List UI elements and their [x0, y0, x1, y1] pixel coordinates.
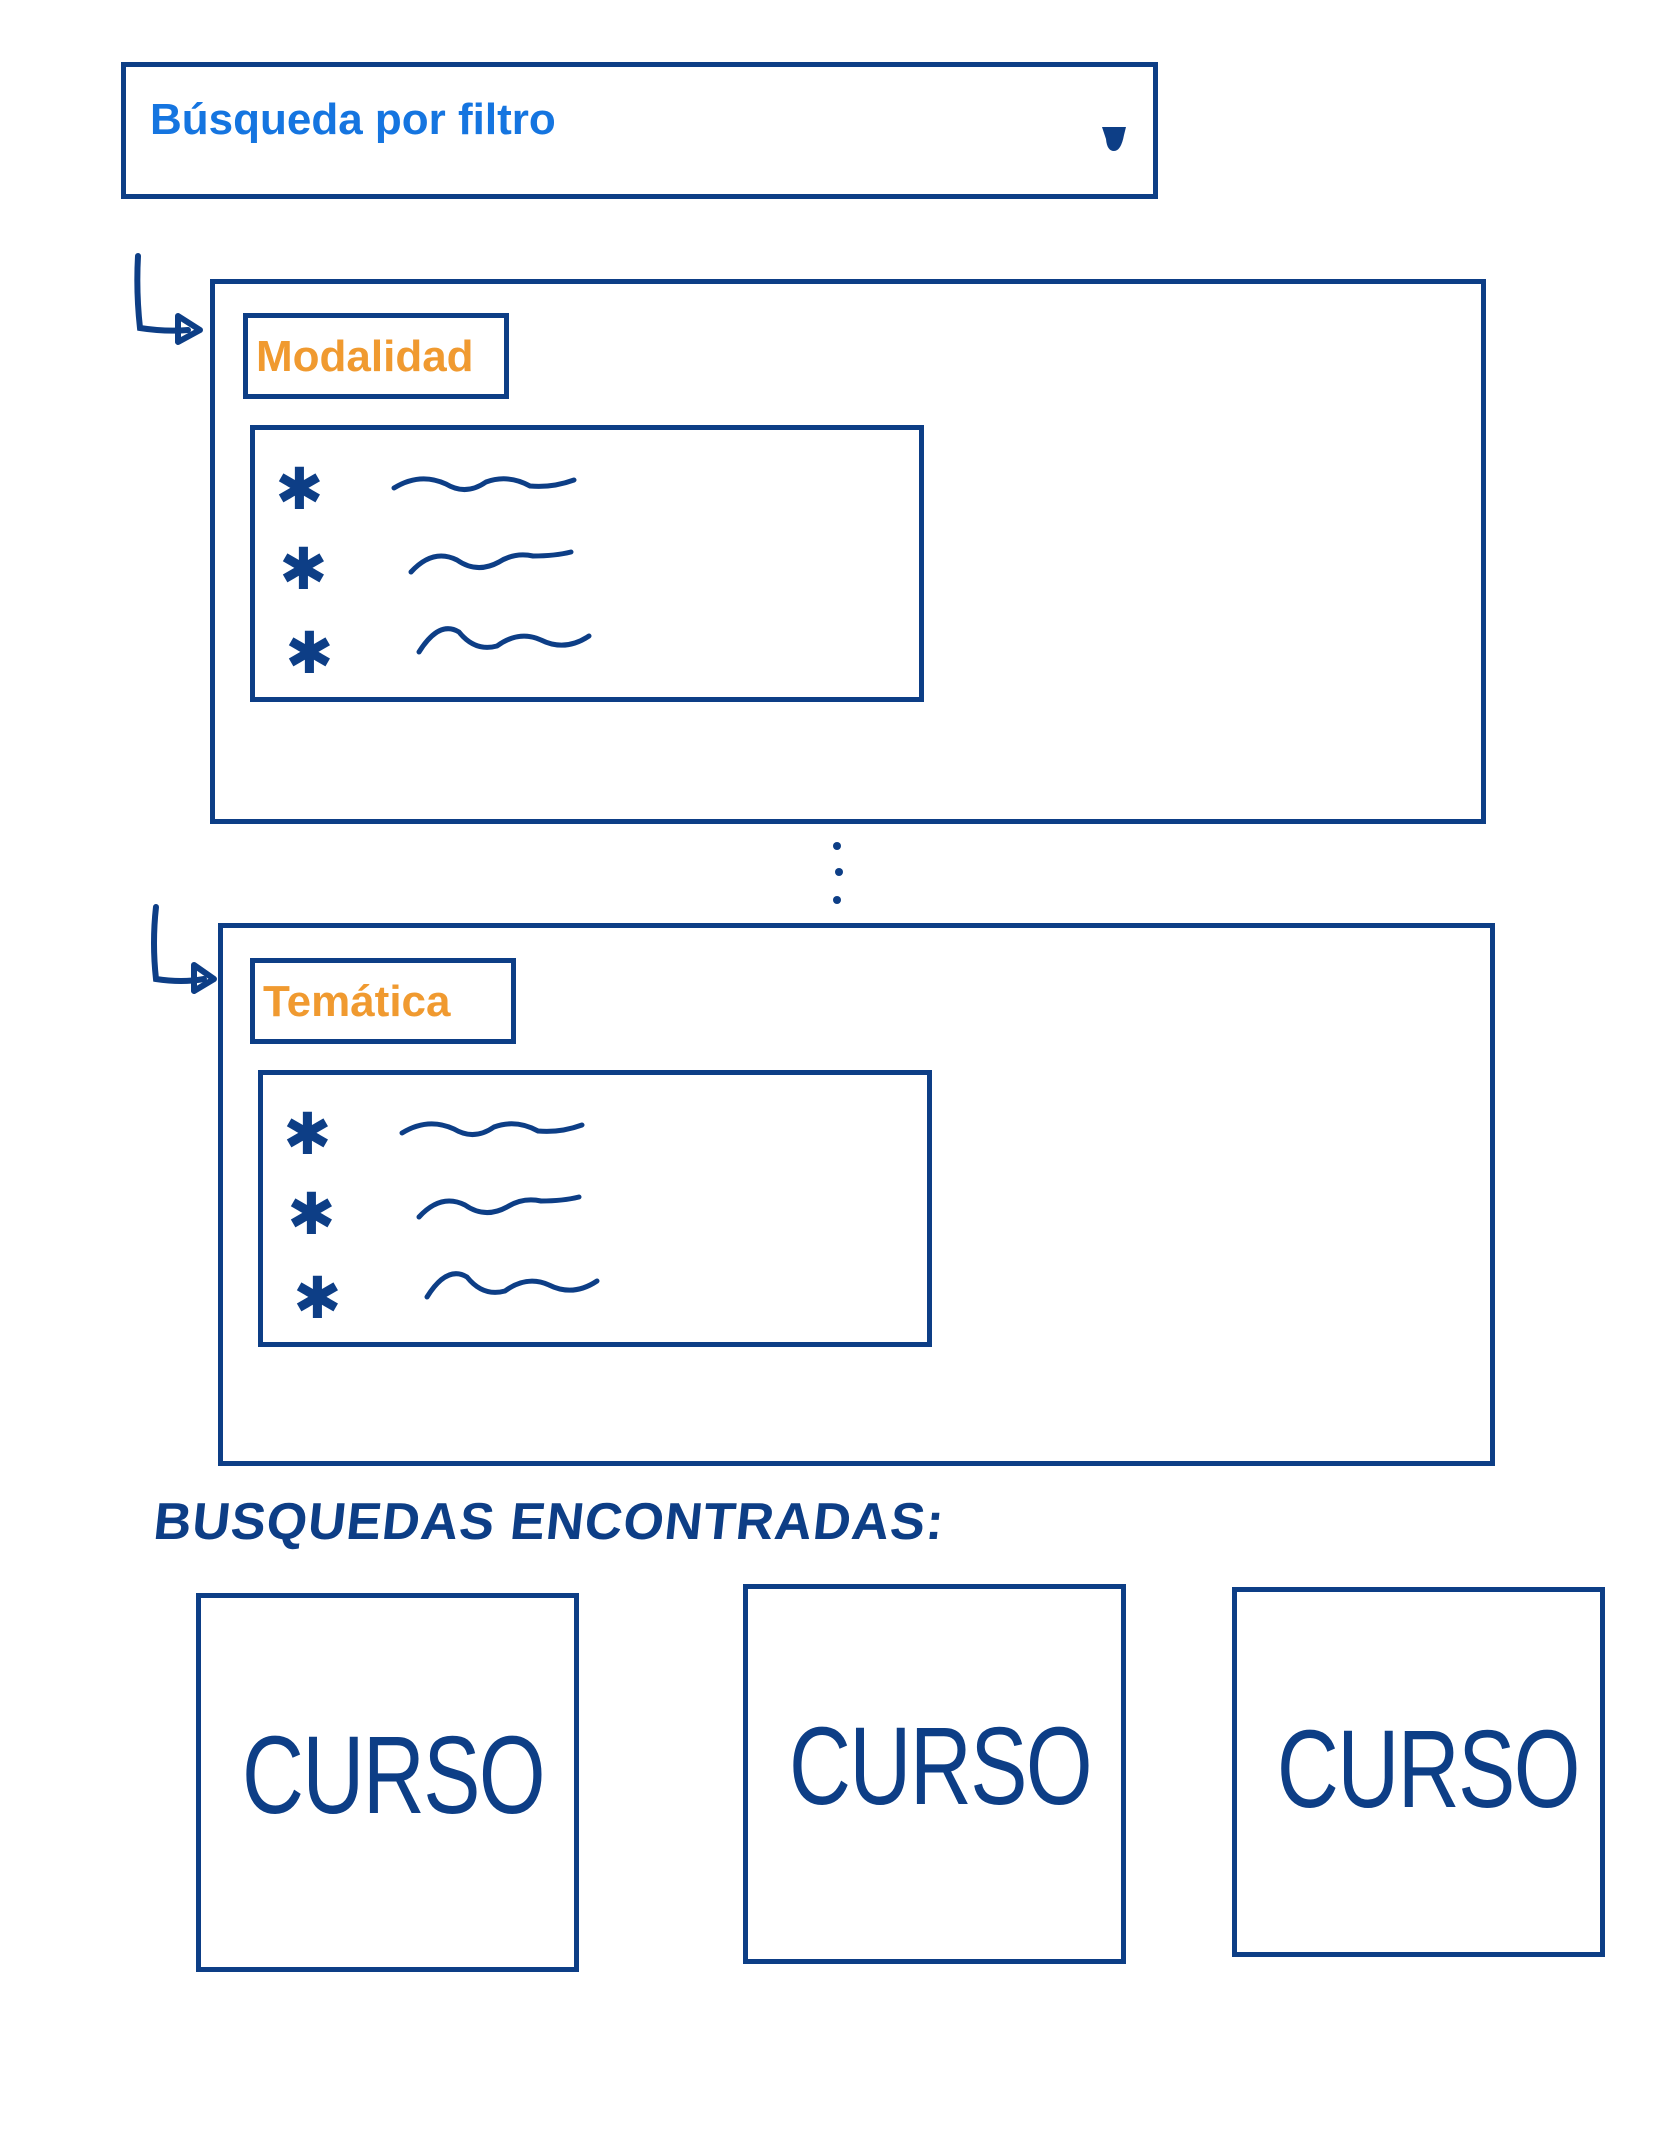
placeholder-text-squiggle [416, 626, 592, 655]
placeholder-text-squiggle [408, 549, 574, 575]
filter-dropdown-label: Búsqueda por filtro [150, 95, 556, 144]
course-card-label: CURSO [242, 1714, 546, 1837]
results-title: BUSQUEDAS ENCONTRADAS: [150, 1493, 948, 1551]
bullet-asterisk-icon: ✱ [283, 1100, 332, 1168]
bullet-asterisk-icon: ✱ [293, 1264, 342, 1332]
filter-option[interactable]: ✱ [255, 532, 919, 612]
filter-option[interactable]: ✱ [255, 614, 919, 694]
placeholder-text-squiggle [416, 1194, 582, 1220]
filter-options-modalidad: ✱ ✱ ✱ [250, 425, 924, 702]
bullet-asterisk-icon: ✱ [275, 455, 324, 523]
course-card[interactable]: CURSO [743, 1584, 1126, 1964]
caret-down-icon[interactable] [1097, 121, 1131, 155]
course-card[interactable]: CURSO [196, 1593, 579, 1972]
filter-option[interactable]: ✱ [255, 452, 919, 532]
filter-dropdown[interactable]: Búsqueda por filtro [121, 62, 1158, 199]
filter-title-modalidad: Modalidad [243, 313, 509, 399]
filter-options-tematica: ✱ ✱ ✱ [258, 1070, 932, 1347]
placeholder-text-squiggle [424, 1271, 600, 1300]
filter-option[interactable]: ✱ [263, 1177, 927, 1257]
course-card-label: CURSO [1276, 1708, 1581, 1831]
bullet-asterisk-icon: ✱ [287, 1180, 336, 1248]
indent-arrow-icon [151, 904, 217, 994]
bullet-asterisk-icon: ✱ [279, 535, 328, 603]
bullet-asterisk-icon: ✱ [285, 619, 334, 687]
filter-title-tematica: Temática [250, 958, 516, 1044]
placeholder-text-squiggle [399, 1121, 585, 1137]
course-card-label: CURSO [789, 1705, 1093, 1828]
filter-panel-modalidad [210, 279, 1486, 824]
placeholder-text-squiggle [391, 476, 577, 492]
filter-option[interactable]: ✱ [263, 1097, 927, 1177]
more-filters-ellipsis [833, 842, 843, 904]
course-card[interactable]: CURSO [1232, 1587, 1605, 1957]
filter-panel-tematica [218, 923, 1495, 1466]
indent-arrow-icon [134, 253, 203, 345]
filter-option[interactable]: ✱ [263, 1259, 927, 1339]
